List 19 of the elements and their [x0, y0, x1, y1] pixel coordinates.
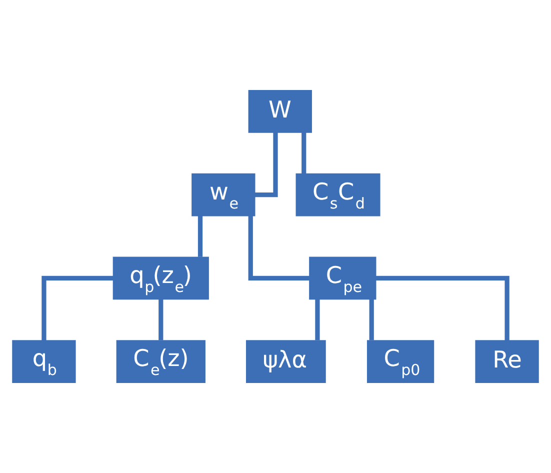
- node-box: C$_{e}$(z): [116, 340, 206, 383]
- node-box: C$_{pe}$: [309, 256, 376, 300]
- connector: [369, 299, 374, 340]
- connector: [376, 276, 510, 340]
- node-box: ψλα: [246, 340, 326, 383]
- node-box: w$_{e}$: [192, 173, 256, 216]
- node-box: q$_{p}$(z$_{e}$): [112, 256, 209, 300]
- connector: [198, 216, 203, 257]
- connector: [254, 132, 278, 198]
- connector: [42, 276, 114, 340]
- connector: [248, 216, 310, 280]
- node-box: C$_{p0}$: [366, 340, 434, 383]
- node-box: W: [248, 90, 312, 133]
- node-box: q$_{b}$: [12, 340, 76, 383]
- node-box: Re: [475, 340, 539, 383]
- node-box: C$_{s}$C$_{d}$: [296, 173, 380, 216]
- connector: [158, 299, 164, 340]
- connector: [315, 299, 320, 340]
- connector: [302, 132, 306, 174]
